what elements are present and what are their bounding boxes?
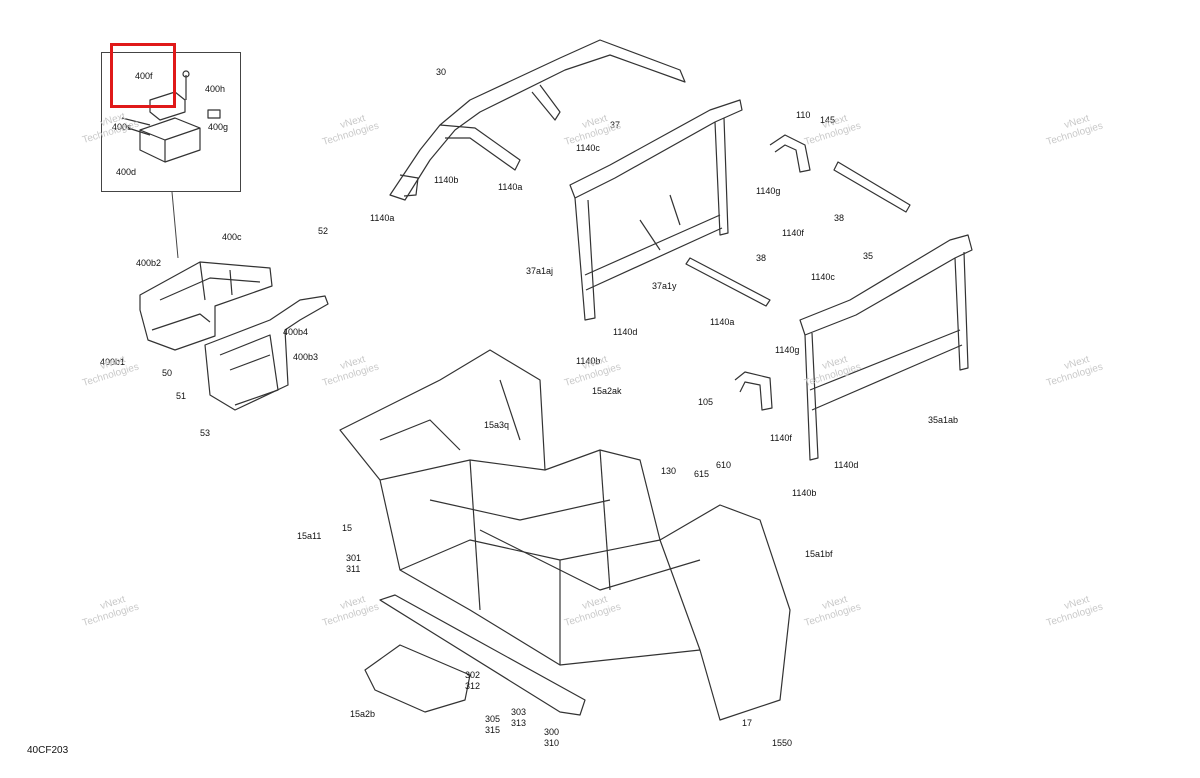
callout-1140d_a: 1140d [613, 327, 638, 337]
callout-37a1y: 37a1y [652, 281, 677, 291]
callout-38_b: 38 [756, 253, 767, 263]
callout-52: 52 [318, 226, 329, 236]
callout-615: 615 [694, 469, 710, 479]
callout-310: 310 [544, 738, 560, 748]
callout-305: 305 [485, 714, 501, 724]
callout-301: 301 [346, 553, 362, 563]
callout-30: 30 [436, 67, 447, 77]
callout-400b2: 400b2 [136, 258, 162, 268]
callout-17: 17 [742, 718, 753, 728]
callout-15a2b: 15a2b [350, 709, 376, 719]
rear-cage-35 [799, 234, 973, 461]
callout-1140c_b: 1140c [811, 272, 835, 282]
inset-box [101, 52, 241, 192]
callout-400c: 400c [222, 232, 242, 242]
callout-38_a: 38 [834, 213, 845, 223]
bracket-50 [204, 295, 329, 411]
callout-53: 53 [200, 428, 211, 438]
callout-1550: 1550 [772, 738, 793, 748]
bar-38-upper [833, 161, 911, 213]
callout-303: 303 [511, 707, 527, 717]
callout-145: 145 [820, 115, 836, 125]
highlight-box [110, 43, 176, 108]
callout-1140f_a: 1140f [782, 228, 804, 238]
callout-1140a_c: 1140a [710, 317, 735, 327]
callout-311: 311 [346, 564, 361, 574]
callout-1140g_a: 1140g [756, 186, 781, 196]
callout-312: 312 [465, 681, 481, 691]
bar-38-lower [685, 257, 771, 307]
callout-130: 130 [661, 466, 677, 476]
callout-110: 110 [796, 110, 811, 120]
rear-cage [569, 99, 743, 321]
callout-51: 51 [176, 391, 187, 401]
callout-1140b_c: 1140b [792, 488, 817, 498]
callout-400b4: 400b4 [283, 327, 309, 337]
callout-300: 300 [544, 727, 560, 737]
callout-315: 315 [485, 725, 501, 735]
callout-1140b_a: 1140b [434, 175, 459, 185]
callout-400g: 400g [208, 122, 229, 132]
roll-cage-top [389, 39, 686, 201]
main-frame [339, 349, 791, 721]
callout-50: 50 [162, 368, 173, 378]
callout-1140a_b: 1140a [498, 182, 523, 192]
callout-1140a_a: 1140a [370, 213, 395, 223]
callout-35a1ab: 35a1ab [928, 415, 959, 425]
skid-plate [364, 644, 471, 713]
callout-610: 610 [716, 460, 732, 470]
grab-handle-105 [734, 371, 773, 411]
callout-15: 15 [342, 523, 353, 533]
callout-400s: 400s [112, 122, 132, 132]
seat-bracket [139, 261, 273, 351]
callout-37a1aj: 37a1aj [526, 266, 554, 276]
callout-15a2ak: 15a2ak [592, 386, 622, 396]
callout-400b1: 400b1 [100, 357, 126, 367]
callout-15a11: 15a11 [297, 531, 322, 541]
callout-400d: 400d [116, 167, 137, 177]
callout-15a3q: 15a3q [484, 420, 510, 430]
callout-400b3: 400b3 [293, 352, 319, 362]
callout-1140g_b: 1140g [775, 345, 800, 355]
callout-302: 302 [465, 670, 481, 680]
callout-35: 35 [863, 251, 874, 261]
callout-15a1bf: 15a1bf [805, 549, 833, 559]
callout-105: 105 [698, 397, 714, 407]
callout-1140d_b: 1140d [834, 460, 859, 470]
callout-400f: 400f [135, 71, 153, 81]
callout-37: 37 [610, 120, 621, 130]
callout-400h: 400h [205, 84, 226, 94]
callout-1140f_b: 1140f [770, 433, 792, 443]
callout-1140b_b: 1140b [576, 356, 601, 366]
grab-handle-110 [769, 134, 811, 173]
reference-code: 40CF203 [27, 745, 69, 756]
side-rail [379, 594, 586, 716]
callout-1140c_a: 1140c [576, 143, 600, 153]
callout-313: 313 [511, 718, 527, 728]
